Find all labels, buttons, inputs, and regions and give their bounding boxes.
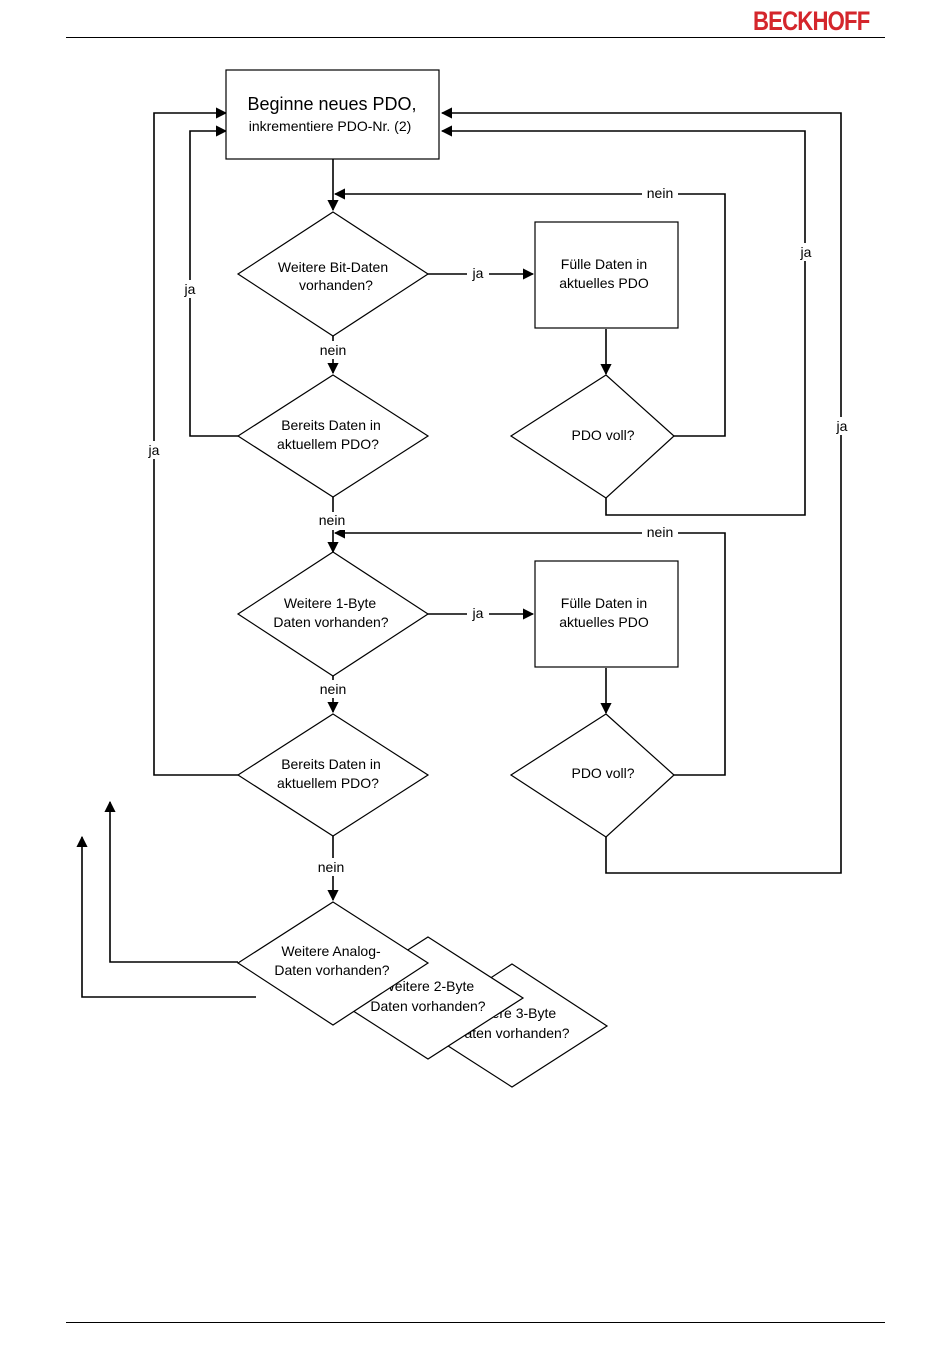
bit-question-line1: Weitere Bit-Daten bbox=[278, 259, 388, 275]
start-box-line2: inkrementiere PDO-Nr. (2) bbox=[249, 118, 412, 134]
byte1-fill-line1: Fülle Daten in bbox=[561, 595, 647, 611]
start-box-line1: Beginne neues PDO, bbox=[247, 94, 416, 114]
bit-already-data-question bbox=[236, 374, 430, 498]
start-box bbox=[225, 69, 440, 160]
label-ja-byte1-already: ja bbox=[148, 442, 160, 458]
byte1-pdo-full-question bbox=[509, 713, 675, 838]
label-ja-byte1-full: ja bbox=[836, 418, 848, 434]
byte2-question-line1: Weitere 2-Byte bbox=[382, 978, 475, 994]
label-nein-bit-already: nein bbox=[319, 512, 345, 528]
label-nein-bit-question: nein bbox=[320, 342, 346, 358]
label-nein-byte1-loop: nein bbox=[647, 524, 673, 540]
bit-question-line2: vorhanden? bbox=[299, 277, 373, 293]
bit-fill-line1: Fülle Daten in bbox=[561, 256, 647, 272]
bit-pdo-full-label: PDO voll? bbox=[571, 427, 634, 443]
byte1-question-line1: Weitere 1-Byte bbox=[284, 595, 377, 611]
analog-question-line1: Weitere Analog- bbox=[281, 943, 381, 959]
byte1-already-data-question bbox=[236, 713, 430, 837]
bit-pdo-full-question bbox=[509, 374, 675, 499]
label-nein-byte1-question: nein bbox=[320, 681, 346, 697]
header-rule bbox=[66, 37, 885, 38]
label-nein-byte1-already: nein bbox=[318, 859, 344, 875]
connectors bbox=[76, 107, 842, 998]
byte1-pdo-full-label: PDO voll? bbox=[571, 765, 634, 781]
bit-fill-line2: aktuelles PDO bbox=[559, 275, 649, 291]
bit-data-question bbox=[236, 211, 430, 337]
byte1-question bbox=[236, 551, 430, 677]
byte1-question-line2: Daten vorhanden? bbox=[273, 614, 388, 630]
byte2-question-line2: Daten vorhanden? bbox=[370, 998, 485, 1014]
footer-rule bbox=[66, 1322, 885, 1323]
label-nein-bit-loop: nein bbox=[647, 185, 673, 201]
label-ja-bit-already: ja bbox=[184, 281, 196, 297]
bit-fill-box bbox=[534, 221, 679, 329]
label-ja-byte1-fill: ja bbox=[472, 605, 484, 621]
byte3-question-line2: Daten vorhanden? bbox=[454, 1025, 569, 1041]
edge-labels: ja nein ja nein ja nein ja nein ja nein … bbox=[143, 185, 853, 876]
byte1-fill-box bbox=[534, 560, 679, 668]
byte1-already-line1: Bereits Daten in bbox=[281, 756, 381, 772]
label-ja-bit-fill: ja bbox=[472, 265, 484, 281]
bit-already-line1: Bereits Daten in bbox=[281, 417, 381, 433]
byte1-already-line2: aktuellem PDO? bbox=[277, 775, 379, 791]
analog-question-line2: Daten vorhanden? bbox=[274, 962, 389, 978]
byte1-fill-line2: aktuelles PDO bbox=[559, 614, 649, 630]
label-ja-bit-full: ja bbox=[800, 244, 812, 260]
analog-question bbox=[236, 901, 430, 1026]
bit-already-line2: aktuellem PDO? bbox=[277, 436, 379, 452]
beckhoff-logo: BECKHOFF bbox=[753, 6, 870, 36]
